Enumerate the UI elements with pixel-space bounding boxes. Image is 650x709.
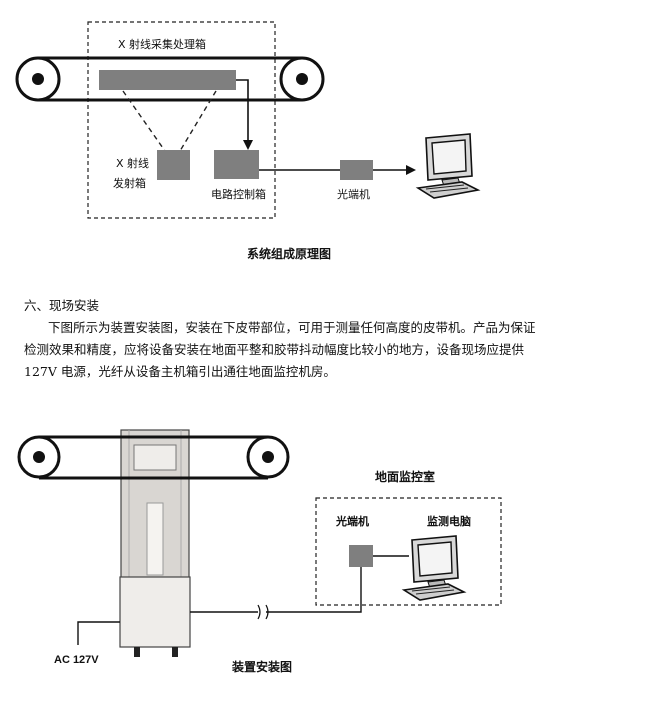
arrow-head-right (406, 165, 416, 175)
power-cable (77, 621, 120, 645)
monitoring-room-label: 地面监控室 (375, 470, 436, 484)
monitoring-room-outline (315, 497, 502, 606)
fiber-cable-b (266, 566, 362, 613)
section-heading: 六、现场安装 (24, 298, 100, 313)
optical-transceiver-label-2: 光端机 (336, 515, 369, 528)
monitoring-pc-label: 监测电脑 (427, 515, 471, 528)
cabinet-foot-left (134, 647, 140, 657)
paragraph-line-3: 127V 电源，光纤从设备主机箱引出通往地面监控机房。 (24, 364, 336, 379)
circuit-control-box (214, 150, 259, 179)
power-label: AC 127V (54, 654, 99, 666)
paragraph-line-2: 检测效果和精度，应将设备安装在地面平整和胶带抖动幅度比较小的地方，设备现场应提供 (24, 342, 525, 357)
cabinet-foot-right (172, 647, 178, 657)
beam-right (179, 90, 217, 152)
control-box-label: 电路控制箱 (211, 188, 266, 201)
detector-head (133, 444, 177, 471)
emitter-label-line2: 发射箱 (113, 177, 146, 190)
arrow-head-down (243, 140, 253, 150)
emitter-stem (146, 502, 164, 576)
optical-transceiver-label: 光端机 (337, 188, 370, 201)
xray-emitter-box (157, 150, 190, 180)
monitoring-computer-icon (401, 535, 467, 601)
fig1-caption: 系统组成原理图 (247, 247, 332, 261)
emitter-label-line1: X 射线 (116, 157, 150, 170)
acquisition-box-label: X 射线采集处理箱 (118, 38, 207, 51)
computer-icon (415, 133, 481, 199)
paragraph-line-1: 下图所示为装置安装图，安装在下皮带部位，可用于测量任何高度的皮带机。产品为保证 (48, 320, 536, 335)
detector-bar (99, 70, 236, 90)
optical-transceiver-box (340, 160, 373, 180)
main-cabinet (119, 576, 191, 648)
signal-arrow (236, 79, 249, 142)
conveyor-belt-top (15, 56, 325, 102)
acquisition-box-outline (87, 21, 276, 219)
beam-left (122, 90, 166, 152)
conveyor-belt-bottom (17, 435, 290, 480)
optical-transceiver-box-2 (349, 545, 373, 567)
fig2-caption: 装置安装图 (232, 660, 293, 674)
